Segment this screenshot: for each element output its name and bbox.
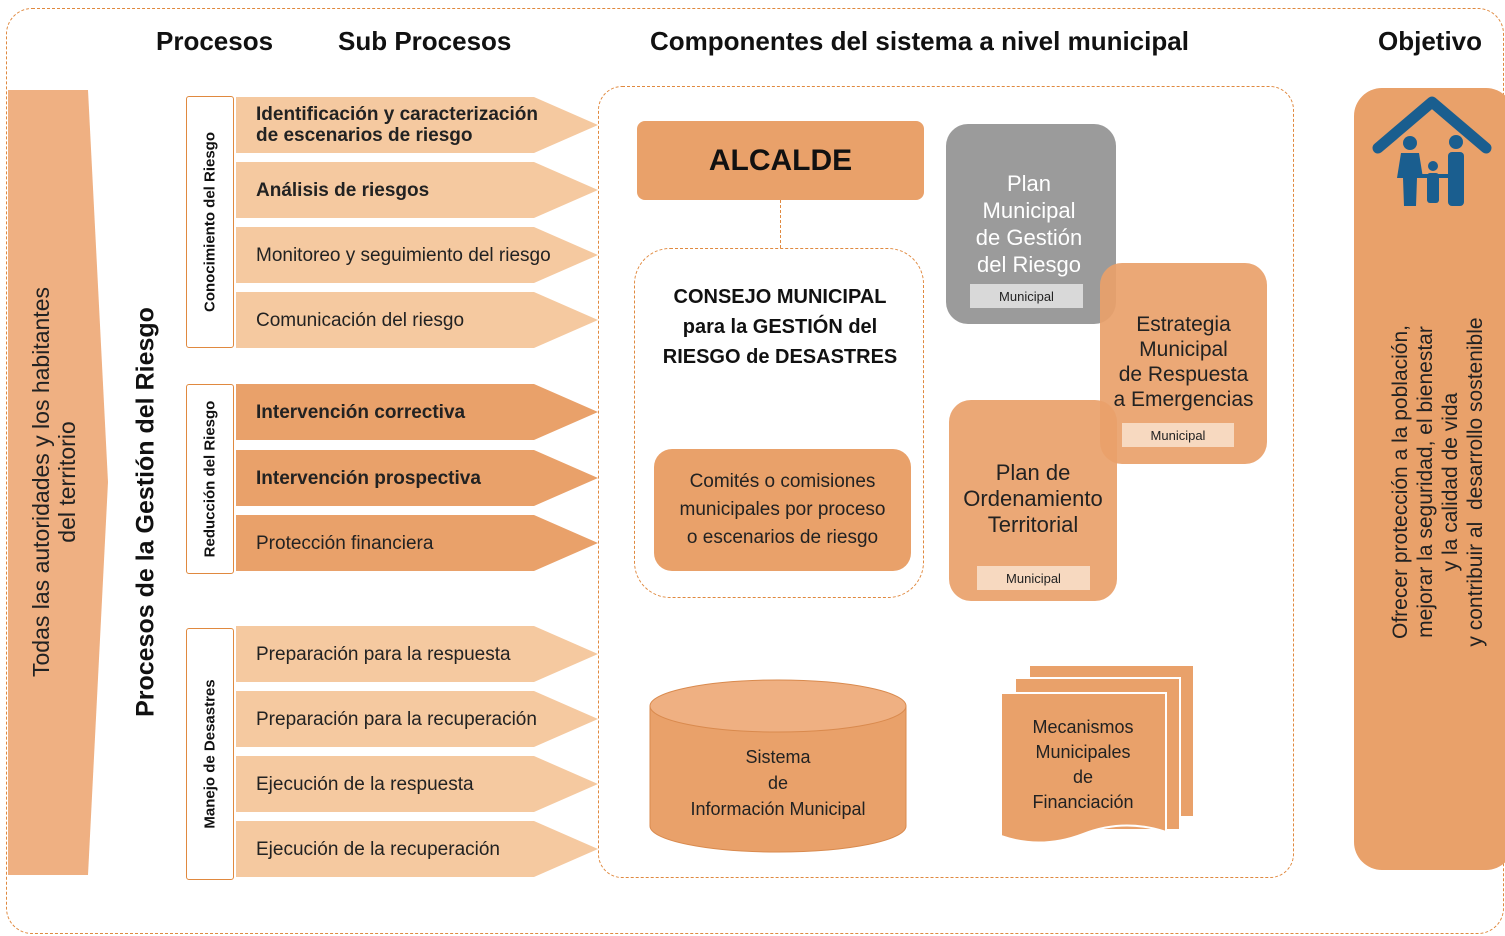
subprocess-label: Identificación y caracterización de esce… [256,104,538,146]
group-conocimiento [186,96,234,348]
subprocess-analisis: Análisis de riesgos [236,162,598,218]
group-manejo [186,628,234,880]
mecanismos-documents [1000,664,1195,844]
objetivo-text: Ofrecer protección a la población, mejor… [1389,317,1487,647]
plan-ordenamiento-tag: Municipal [977,566,1090,590]
subprocess-label: Comunicación del riesgo [256,309,465,331]
plan-gestion-tag: Municipal [970,284,1083,308]
sistema-info-cylinder [649,679,907,853]
subprocess-monitoreo: Monitoreo y seguimiento del riesgo [236,227,598,283]
group-label-manejo: Manejo de Desastres [201,679,219,829]
family-house-icon [1372,96,1492,206]
group-label-conocimiento: Conocimiento del Riesgo [201,131,219,313]
estrategia-text: Estrategia Municipal de Respuesta a Emer… [1113,313,1254,411]
sistema-info-text: Sistema de Información Municipal [690,747,866,819]
group-reduccion [186,384,234,574]
plan-gestion-text: Plan Municipal de Gestión del Riesgo [975,171,1083,277]
subprocess-label: Ejecución de la respuesta [256,773,474,795]
stakeholders-text: Todas las autoridades y los habitantes d… [28,287,80,677]
objetivo-panel [1354,88,1505,870]
subprocess-correctiva: Intervención correctiva [236,384,598,440]
consejo-title: CONSEJO MUNICIPAL para la GESTIÓN del RI… [662,286,898,368]
comites-box: Comités o comisiones municipales por pro… [654,449,911,571]
subprocess-prep-respuesta: Preparación para la respuesta [236,626,598,682]
header-componentes: Componentes del sistema a nivel municipa… [650,26,1189,56]
process-title: Procesos de la Gestión del Riesgo [131,307,160,717]
header-procesos: Procesos [156,26,274,56]
subprocess-label: Análisis de riesgos [256,179,430,201]
subprocess-label: Ejecución de la recuperación [256,838,500,860]
subprocess-prep-recuperacion: Preparación para la recuperación [236,691,598,747]
subprocess-comunicacion: Comunicación del riesgo [236,292,598,348]
header-sub-procesos: Sub Procesos [338,26,512,56]
consejo-box [634,248,924,598]
subprocess-ejec-respuesta: Ejecución de la respuesta [236,756,598,812]
subprocess-label: Intervención correctiva [256,401,466,423]
stakeholders-arrow [8,90,108,875]
group-label-reduccion: Reducción del Riesgo [201,400,219,558]
subprocess-label: Intervención prospectiva [256,467,481,489]
header-objetivo: Objetivo [1378,26,1483,56]
subprocess-prospectiva: Intervención prospectiva [236,450,598,506]
mecanismos-text: Mecanismos Municipales de Financiación [1032,717,1134,812]
subprocess-proteccion: Protección financiera [236,515,598,571]
estrategia-tag: Municipal [1122,423,1234,447]
subprocess-identificacion: Identificación y caracterización de esce… [236,97,598,153]
alcalde-box: ALCALDE [637,121,924,200]
alcalde-connector [780,200,781,248]
subprocess-label: Preparación para la recuperación [256,708,537,730]
subprocess-label: Preparación para la respuesta [256,643,511,665]
plan-ordenamiento-text: Plan de Ordenamiento Territorial [963,460,1103,537]
subprocess-label: Monitoreo y seguimiento del riesgo [256,244,551,266]
components-container [598,86,1294,878]
subprocess-ejec-recuperacion: Ejecución de la recuperación [236,821,598,877]
subprocess-label: Protección financiera [256,532,434,554]
